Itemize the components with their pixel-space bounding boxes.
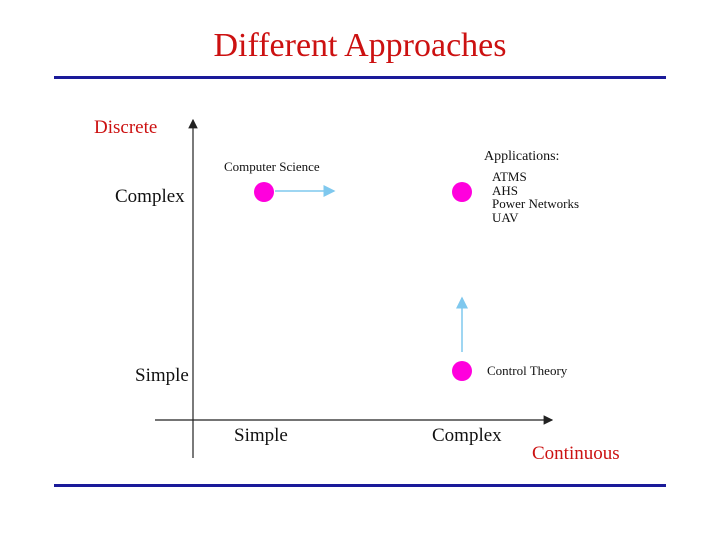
bottom-divider [54,484,666,487]
y-axis-label: Discrete [94,117,158,138]
applications-list: ATMS AHS Power Networks UAV [492,170,579,224]
computer-science-label: Computer Science [224,159,320,174]
x-axis-label: Continuous [532,443,620,464]
applications-heading: Applications: [484,149,560,164]
application-item: Power Networks [492,196,580,211]
application-item: ATMS [492,169,527,184]
slide-title: Different Approaches [213,27,507,64]
top-divider [54,76,666,79]
x-tick-simple: Simple [234,425,288,446]
y-tick-simple: Simple [135,365,189,386]
y-tick-complex: Complex [115,186,185,207]
application-item: AHS [492,182,519,198]
control-theory-point [452,361,472,381]
applications-point [452,182,472,202]
computer-science-point [254,182,274,202]
control-theory-label: Control Theory [487,363,568,378]
x-tick-complex: Complex [432,425,502,446]
application-item: UAV [492,209,519,225]
